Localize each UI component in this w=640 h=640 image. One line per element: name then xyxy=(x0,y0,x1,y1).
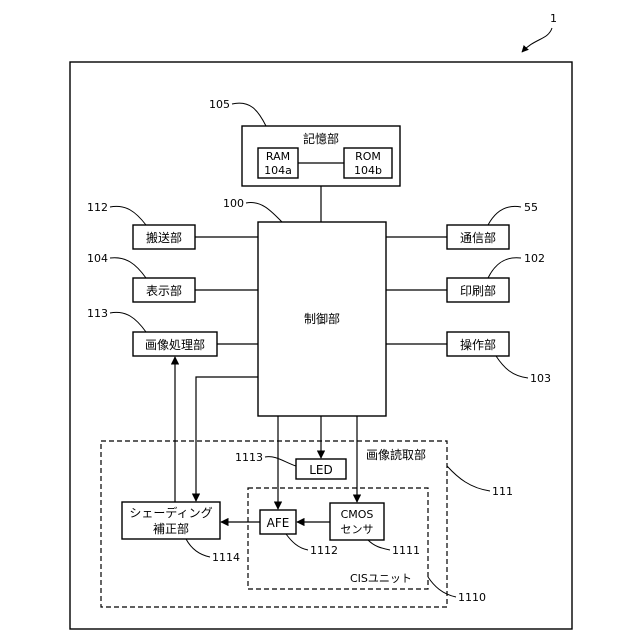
printing-label: 印刷部 xyxy=(460,283,496,298)
transport-ref-leader xyxy=(110,206,146,225)
display-label: 表示部 xyxy=(146,283,182,298)
cmos-ref: 1111 xyxy=(392,544,420,557)
communication-ref: 55 xyxy=(524,201,538,214)
operation-ref: 103 xyxy=(530,372,551,385)
transport-label: 搬送部 xyxy=(146,230,182,245)
rom-ref: 104b xyxy=(354,164,382,177)
figure-ref: 1 xyxy=(550,12,557,25)
controller-shading-arrow xyxy=(196,377,258,501)
shading-ref: 1114 xyxy=(212,551,240,564)
image-reading-ref: 111 xyxy=(492,485,513,498)
image-processing-label: 画像処理部 xyxy=(145,337,205,352)
image-reading-ref-leader xyxy=(447,466,490,491)
controller-ref-leader xyxy=(246,203,282,222)
image-reading-label: 画像読取部 xyxy=(366,447,426,462)
memory-ref: 105 xyxy=(209,98,230,111)
controller-label: 制御部 xyxy=(304,311,340,326)
image-processing-ref: 113 xyxy=(87,307,108,320)
controller-ref: 100 xyxy=(223,197,244,210)
communication-ref-leader xyxy=(488,206,521,225)
shading-label-line1: シェーディング xyxy=(129,505,212,520)
figure-ref-leader xyxy=(522,28,552,52)
shading-label-line2: 補正部 xyxy=(153,521,189,536)
led-label: LED xyxy=(309,463,333,477)
memory-title: 記憶部 xyxy=(303,131,339,146)
ram-ref: 104a xyxy=(264,164,292,177)
afe-ref-leader xyxy=(286,534,308,550)
rom-label: ROM xyxy=(355,150,381,163)
afe-label: AFE xyxy=(267,516,290,530)
cmos-label-line2: センサ xyxy=(341,523,374,536)
operation-ref-leader xyxy=(496,356,528,378)
transport-ref: 112 xyxy=(87,201,108,214)
cis-unit-label: CISユニット xyxy=(350,572,412,585)
shading-ref-leader xyxy=(186,539,210,557)
printing-ref: 102 xyxy=(524,252,545,265)
afe-ref: 1112 xyxy=(310,544,338,557)
image-processing-ref-leader xyxy=(110,312,146,332)
communication-label: 通信部 xyxy=(460,230,496,245)
led-ref: 1113 xyxy=(235,451,263,464)
printing-ref-leader xyxy=(488,258,521,278)
cis-unit-ref-leader xyxy=(428,577,456,597)
cis-unit-ref: 1110 xyxy=(458,591,486,604)
memory-ref-leader xyxy=(232,103,266,126)
ram-label: RAM xyxy=(266,150,290,163)
cmos-label-line1: CMOS xyxy=(341,508,374,521)
cmos-ref-leader xyxy=(368,540,390,550)
display-ref: 104 xyxy=(87,252,108,265)
led-ref-leader xyxy=(265,457,296,466)
display-ref-leader xyxy=(110,258,146,278)
operation-label: 操作部 xyxy=(460,337,496,352)
